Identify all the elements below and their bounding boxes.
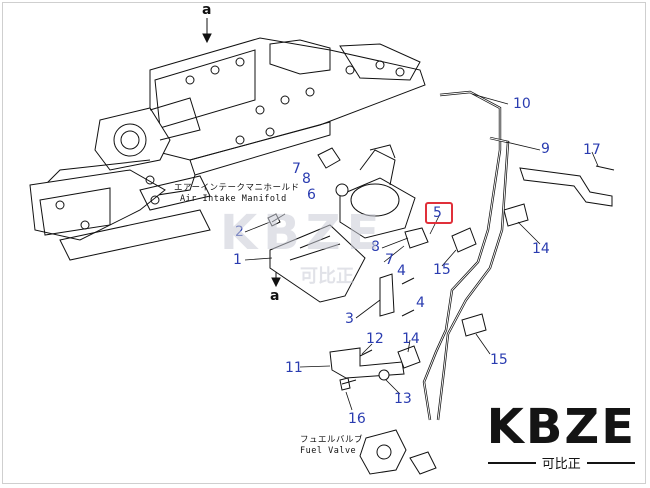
callout-12: 12 [366, 331, 384, 347]
callout-8-upper: 8 [302, 171, 311, 187]
callout-10: 10 [513, 96, 531, 112]
fuel-en-label: Fuel Valve [300, 446, 357, 456]
callout-17: 17 [583, 142, 601, 158]
callout-5: 5 [433, 205, 442, 221]
callout-3: 3 [345, 311, 354, 327]
callout-14-lower: 14 [402, 331, 420, 347]
intake-en-label: Air Intake Manifold [180, 194, 287, 204]
logo-dash-left [487, 461, 536, 464]
top-a-arrowhead [202, 33, 212, 44]
callout-15-lower: 15 [490, 352, 508, 368]
logo-main-text: KBZE [486, 399, 636, 455]
bracket-3 [379, 273, 395, 317]
filter-head [339, 144, 416, 239]
callout-6: 6 [307, 187, 316, 203]
leader-lines [244, 93, 599, 411]
plug-6 [335, 183, 349, 197]
spacer-13 [378, 369, 390, 381]
bracket-plate [269, 224, 366, 303]
fuel-pipe-9 [436, 136, 510, 421]
callout-4-upper: 4 [397, 263, 406, 279]
callout-16: 16 [348, 411, 366, 427]
diagram-frame [2, 2, 646, 484]
clamp-15-upper [451, 227, 477, 253]
bolt-4-a [401, 277, 415, 285]
logo-sub-text: 可比正 [541, 457, 581, 472]
fuel-valve [359, 429, 437, 475]
callout-9: 9 [541, 141, 550, 157]
bracket-9 [519, 167, 613, 207]
clamp-14-upper [503, 203, 529, 227]
highlight-callout-5 [425, 202, 453, 224]
kbze-logo: KBZE 可比正 [487, 403, 636, 472]
bolt-12 [359, 349, 373, 357]
manifold-lower [29, 169, 211, 261]
watermark-main: KBZE [220, 205, 386, 261]
callout-13: 13 [394, 391, 412, 407]
callout-7-lower: 7 [385, 252, 394, 268]
logo-dash-right [586, 461, 635, 464]
callout-4-lower: 4 [416, 295, 425, 311]
callout-15-upper: 15 [433, 262, 451, 278]
callout-2: 2 [235, 224, 244, 240]
top-a-label: a [202, 2, 212, 18]
bottom-a-arrowhead [271, 277, 281, 288]
callout-8-lower: 8 [371, 239, 380, 255]
bolt-4-b [401, 309, 415, 317]
fitting-upper [317, 147, 341, 169]
fitting-lower [404, 227, 429, 249]
manifold-bolts [55, 57, 405, 230]
fuel-pipe-10 [422, 90, 502, 421]
bolt-2 [267, 213, 286, 227]
callout-7-upper: 7 [292, 161, 301, 177]
bolt-17 [595, 165, 615, 171]
fuel-jp-label: フュエルバルブ [300, 435, 364, 445]
logo-sub-row: 可比正 [487, 453, 636, 472]
watermark-sub: 可比正 [300, 266, 354, 287]
callout-14-upper: 14 [532, 241, 550, 257]
callout-1: 1 [233, 252, 242, 268]
bottom-a-label: a [270, 288, 280, 304]
callout-11: 11 [285, 360, 303, 376]
intake-jp-label: エアーインテークマニホールド [174, 183, 300, 193]
bolt-16 [339, 377, 357, 391]
clamp-15-lower [461, 313, 487, 337]
